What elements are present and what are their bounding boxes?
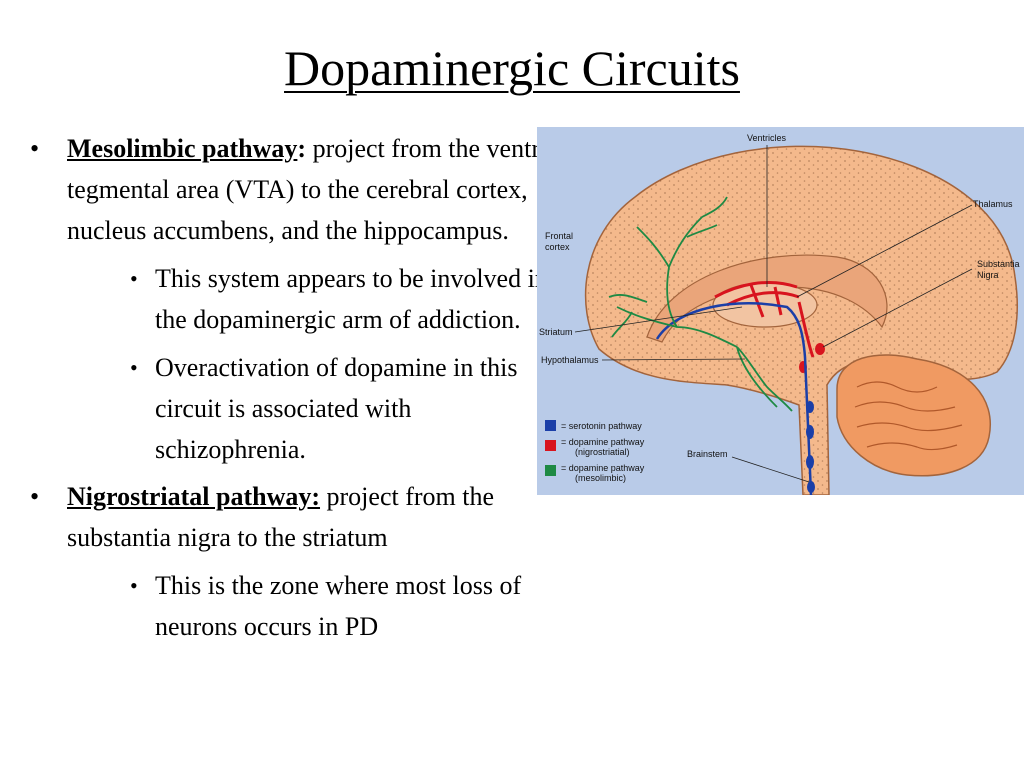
substantia-nigra-dot [815, 343, 825, 355]
brain-diagram: Ventricles Thalamus Frontal cortex Subst… [537, 127, 1024, 495]
label-brainstem: Brainstem [687, 449, 728, 459]
legend: = serotonin pathway = dopamine pathway (… [545, 420, 645, 483]
bullet-term-nigrostriatal: Nigrostriatal pathway: [67, 482, 321, 511]
hypothalamus-line [601, 358, 746, 361]
sub-bullet-schizophrenia: • Overactivation of dopamine in this circ… [22, 347, 562, 470]
legend-swatch-serotonin [545, 420, 556, 431]
bullet-dot: • [30, 482, 40, 511]
slide-title: Dopaminergic Circuits [284, 40, 740, 96]
sub-bullet-text: Overactivation of dopamine in this circu… [155, 353, 518, 464]
bullet-text-nigrostriatal: project from the substantia nigra to the… [67, 482, 495, 552]
label-hypothalamus: Hypothalamus [541, 355, 599, 365]
serotonin-dot-1 [806, 401, 814, 413]
serotonin-dot-3 [806, 455, 814, 469]
brain-diagram-svg: Ventricles Thalamus Frontal cortex Subst… [537, 127, 1024, 495]
thalamus-line [796, 204, 973, 298]
bullet-term-mesolimbic: Mesolimbic pathway [67, 134, 298, 163]
legend-text-mesolimbic-1: = dopamine pathway [561, 463, 645, 473]
nigrostriatal-pathway [714, 280, 815, 358]
brainstem-line [731, 456, 810, 483]
legend-swatch-nigrostriatal [545, 440, 556, 451]
bullet-term-colon: : [297, 134, 307, 163]
bullet-dot: • [30, 134, 40, 163]
sub-bullet-addiction: • This system appears to be involved in t… [22, 258, 562, 340]
legend-text-nigrostriatal-2: (nigrostriatial) [575, 447, 630, 457]
bullet-nigrostriatal: • Nigrostriatal pathway: project from the… [22, 476, 562, 558]
sub-bullet-dot: • [130, 355, 138, 380]
label-striatum: Striatum [539, 327, 573, 337]
legend-text-nigrostriatal-1: = dopamine pathway [561, 437, 645, 447]
bullet-list: • Mesolimbic pathway: project from the ve… [22, 128, 562, 647]
label-thalamus: Thalamus [973, 199, 1013, 209]
label-frontal-1: Frontal [545, 231, 573, 241]
label-frontal-2: cortex [545, 242, 570, 252]
legend-text-serotonin: = serotonin pathway [561, 421, 642, 431]
sub-bullet-pd: • This is the zone where most loss of neu… [22, 565, 562, 647]
substantia-nigra-line [822, 268, 973, 348]
label-ventricles: Ventricles [747, 133, 787, 143]
label-substantia-2: Nigra [977, 270, 999, 280]
serotonin-dot-4 [807, 481, 815, 493]
cerebellum [836, 354, 991, 477]
sub-bullet-dot: • [130, 573, 138, 598]
striatum-line [574, 306, 743, 333]
sub-bullet-dot: • [130, 266, 138, 291]
serotonin-dot-2 [806, 425, 814, 439]
label-substantia-1: Substantia [977, 259, 1020, 269]
legend-swatch-mesolimbic [545, 465, 556, 476]
legend-text-mesolimbic-2: (mesolimbic) [575, 473, 626, 483]
sub-bullet-text: This is the zone where most loss of neur… [155, 571, 522, 641]
bullet-mesolimbic: • Mesolimbic pathway: project from the ve… [22, 128, 562, 251]
cerebellum-folds [854, 381, 963, 451]
bullet-text-mesolimbic: project from the ventral tegmental area … [67, 134, 559, 245]
sub-bullet-text: This system appears to be involved in th… [155, 264, 548, 334]
